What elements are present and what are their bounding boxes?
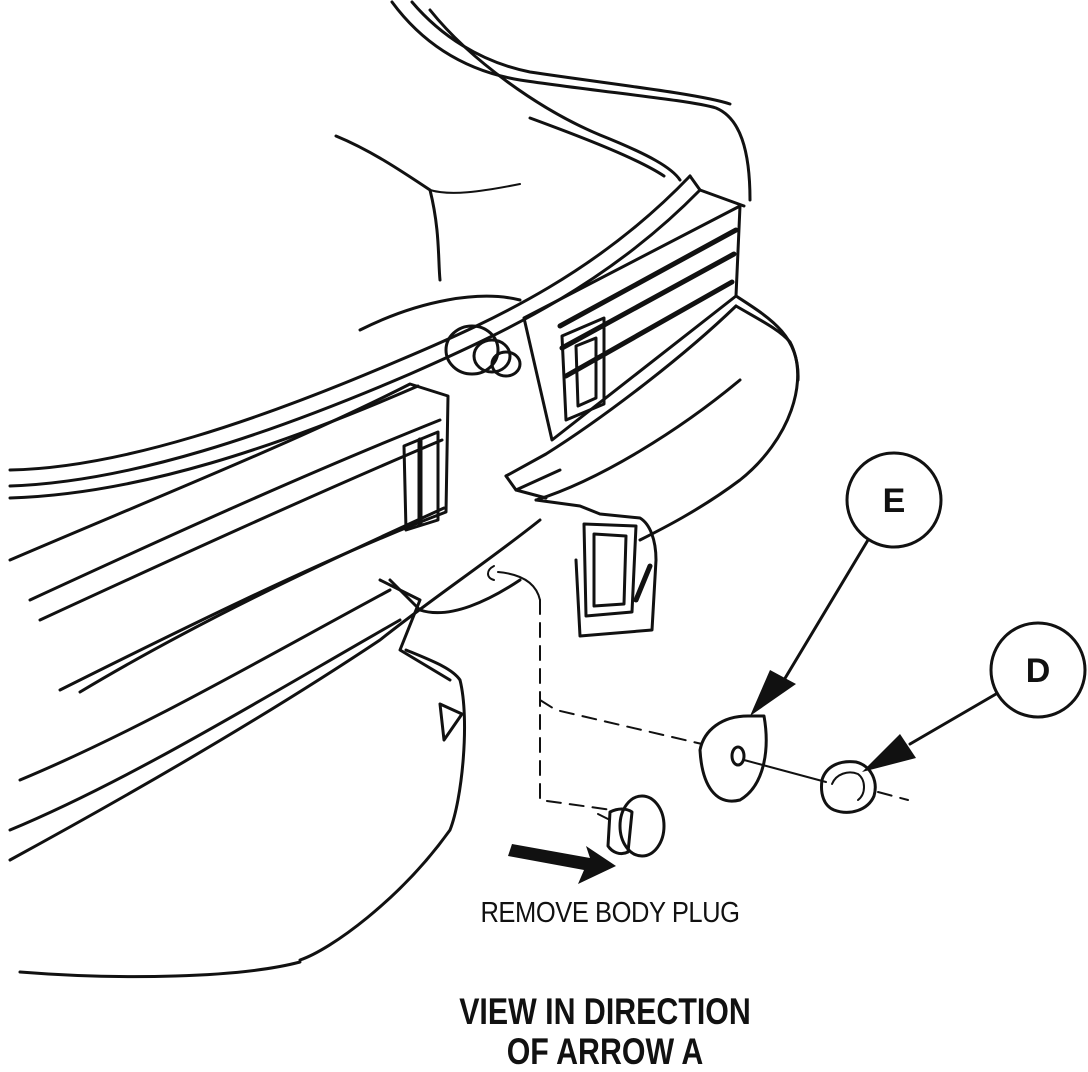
view-title-line-1: VIEW IN DIRECTION [459,991,751,1032]
callout-e-letter: E [883,482,906,520]
right-tail-light [522,204,742,442]
remove-body-plug-label: REMOVE BODY PLUG [480,897,740,929]
view-title-line-2: OF ARROW A [506,1031,704,1072]
fastener-centerline [743,759,909,801]
trunk-lock [444,324,522,378]
body-plug [597,794,666,858]
callout-d: D [862,621,1087,772]
callout-e: E [750,451,943,716]
washer-e [698,714,768,803]
rear-window-outline [334,0,752,282]
nut-d [820,760,877,814]
left-tail-light [8,382,450,694]
bumper-bracket [534,498,658,638]
bumper-cover [8,294,800,979]
callout-d-letter: D [1026,652,1051,690]
removal-arrow-icon [508,844,616,884]
body-plug-path [487,565,703,811]
trunk-lid [8,174,746,500]
view-direction-title: VIEW IN DIRECTION OF ARROW A [421,992,790,1072]
